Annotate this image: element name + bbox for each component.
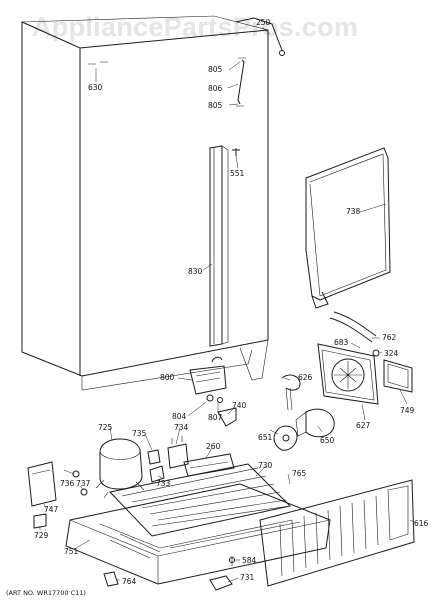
callout-735: 735 <box>132 429 147 438</box>
drain-tube-762 <box>329 311 377 343</box>
callout-731: 731 <box>240 573 255 582</box>
callout-683: 683 <box>334 338 349 347</box>
condenser-730 <box>109 463 292 537</box>
callout-250: 250 <box>256 18 271 27</box>
door-hinge-top <box>235 17 285 56</box>
screw-551 <box>232 148 240 156</box>
mullion-channel <box>209 145 229 347</box>
fan-motor-650 <box>295 408 335 438</box>
art-number: (ART NO. WR17700 C11) <box>6 589 86 597</box>
callout-584: 584 <box>242 556 257 565</box>
callout-751: 751 <box>64 547 79 556</box>
callout-630: 630 <box>88 83 103 92</box>
fan-blade-651 <box>273 425 298 451</box>
callout-830: 830 <box>188 267 203 276</box>
compressor-725 <box>95 438 145 499</box>
grommet-324 <box>372 349 380 357</box>
callout-650: 650 <box>320 436 335 445</box>
callout-749: 749 <box>400 406 415 415</box>
callout-627: 627 <box>356 421 371 430</box>
callout-734: 734 <box>174 423 189 432</box>
foot-764 <box>103 571 119 587</box>
capacitor-626 <box>281 374 301 411</box>
callout-733: 733 <box>156 479 171 488</box>
callout-805-top: 805 <box>208 65 223 74</box>
tube-805-806 <box>236 57 246 107</box>
relay-734 <box>167 436 189 469</box>
callout-616: 616 <box>414 519 429 528</box>
callout-737: 737 <box>76 479 91 488</box>
overload-735 <box>147 449 161 465</box>
shield-747 <box>27 461 57 507</box>
fan-shroud-627 <box>317 343 379 405</box>
clip-729 <box>33 513 47 529</box>
callout-730: 730 <box>258 461 273 470</box>
callout-762: 762 <box>382 333 397 342</box>
callout-736: 736 <box>60 479 75 488</box>
callout-740: 740 <box>232 401 247 410</box>
callout-800: 800 <box>160 373 175 382</box>
defrost-heater-738 <box>305 147 391 309</box>
callout-324: 324 <box>384 349 399 358</box>
control-assembly-800 <box>189 356 227 403</box>
bracket-740 <box>217 407 237 427</box>
callout-764: 764 <box>122 577 137 586</box>
grommets-736-737 <box>72 470 88 496</box>
grille-616 <box>259 479 415 587</box>
bracket-260 <box>183 453 235 477</box>
callout-626: 626 <box>298 373 313 382</box>
bracket-733 <box>149 465 165 483</box>
callout-725: 725 <box>98 423 113 432</box>
callout-260: 260 <box>206 442 221 451</box>
cover-749 <box>383 359 413 393</box>
callout-807: 807 <box>208 413 223 422</box>
callout-551: 551 <box>230 169 245 178</box>
callout-806: 806 <box>208 84 223 93</box>
base-pan-751 <box>65 483 331 585</box>
bracket-731 <box>209 575 233 591</box>
callout-765: 765 <box>292 469 307 478</box>
leader-lines <box>39 26 415 583</box>
callout-747: 747 <box>44 505 59 514</box>
callout-729: 729 <box>34 531 49 540</box>
cabinet-case <box>21 15 269 391</box>
callout-738: 738 <box>346 207 361 216</box>
callout-651: 651 <box>258 433 273 442</box>
callout-805-bottom: 805 <box>208 101 223 110</box>
screw-584 <box>229 556 235 566</box>
callout-804: 804 <box>172 412 187 421</box>
